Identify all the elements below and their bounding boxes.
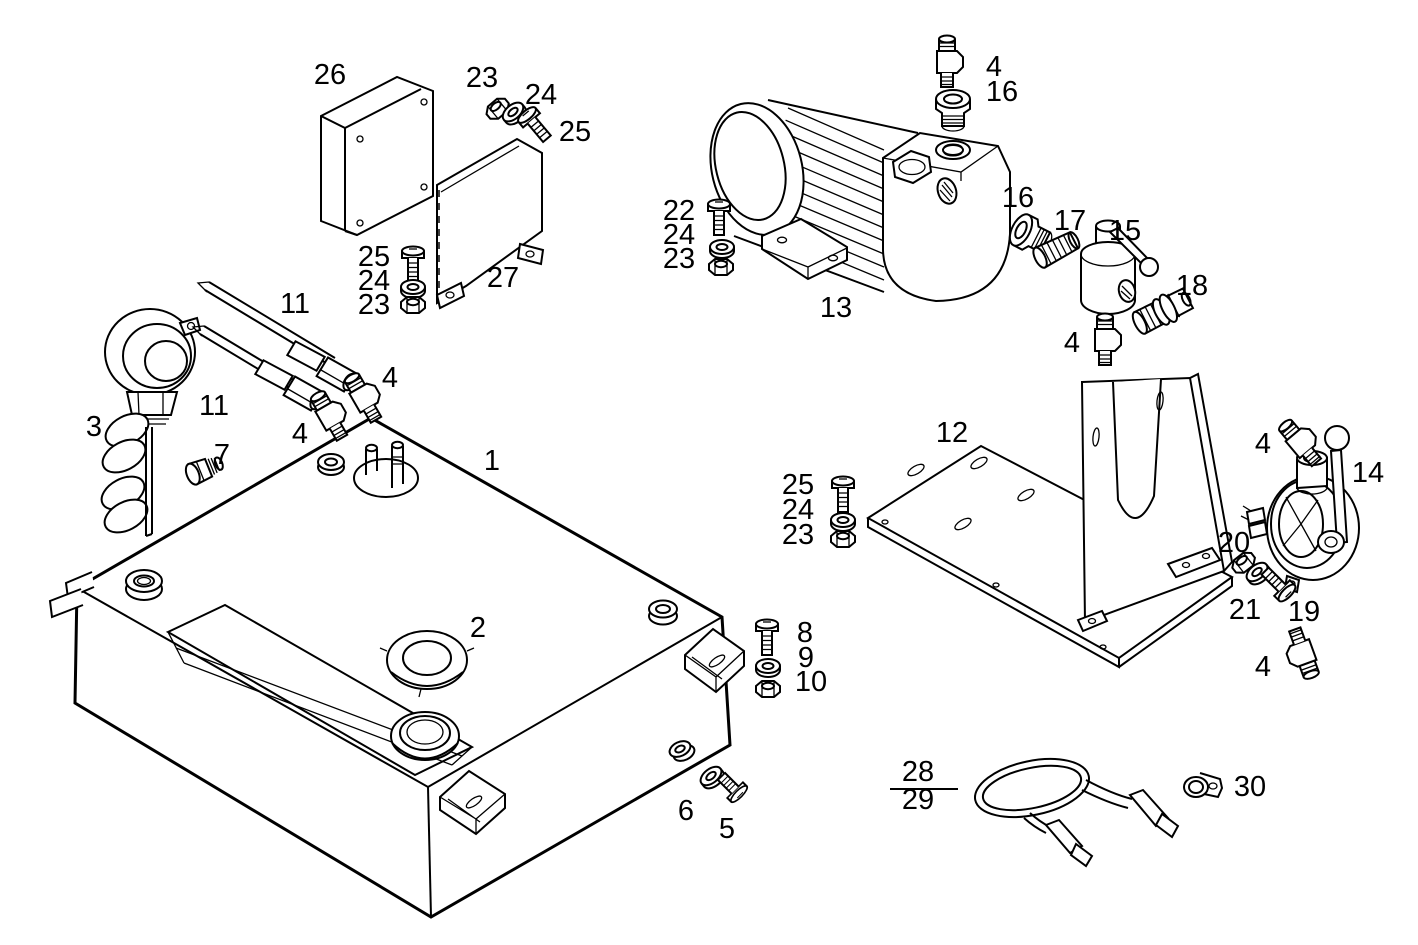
callout-17: 17 xyxy=(1054,205,1086,237)
callout-24: 24 xyxy=(663,219,695,251)
callout-7: 7 xyxy=(214,439,230,471)
remote-cable xyxy=(973,757,1180,868)
tank-mount-tab xyxy=(48,588,84,619)
filler-neck xyxy=(390,711,460,761)
callout-30: 30 xyxy=(1234,771,1266,803)
callout-23: 23 xyxy=(358,289,390,321)
electric-pump xyxy=(709,99,1011,303)
callout-25: 25 xyxy=(559,116,591,148)
callout-4: 4 xyxy=(292,418,308,450)
callout-15: 15 xyxy=(1109,215,1141,247)
callout-22: 22 xyxy=(663,195,695,227)
callout-10: 10 xyxy=(795,666,827,698)
callout-23: 23 xyxy=(663,243,695,275)
callout-13: 13 xyxy=(820,292,852,324)
callout-24: 24 xyxy=(358,265,390,297)
callout-11: 11 xyxy=(199,390,229,422)
cable-clamp xyxy=(1183,772,1224,799)
level-sender xyxy=(100,308,202,537)
callout-14: 14 xyxy=(1352,457,1384,489)
pump-hex-plug xyxy=(891,149,933,185)
callout-26: 26 xyxy=(314,59,346,91)
callout-23: 23 xyxy=(782,519,814,551)
callout-1: 1 xyxy=(484,445,500,477)
callout-21: 21 xyxy=(1229,594,1261,626)
fastener-stack-mid xyxy=(400,245,426,314)
callout-25: 25 xyxy=(358,241,390,273)
callout-16: 16 xyxy=(1002,182,1034,214)
callout-29: 29 xyxy=(902,784,934,816)
callout-4: 4 xyxy=(1255,651,1271,683)
fastener-stack-bracket xyxy=(830,475,856,548)
callout-4: 4 xyxy=(382,362,398,394)
callout-3: 3 xyxy=(86,411,102,443)
tank-bracket-foot-right xyxy=(684,627,745,694)
fastener-stack-pump xyxy=(707,198,735,276)
callout-4: 4 xyxy=(1255,428,1271,460)
callout-5: 5 xyxy=(719,813,735,845)
sender-mount-plate xyxy=(317,440,419,498)
bracket-foot xyxy=(1076,546,1222,633)
bushing-fitting xyxy=(935,89,971,132)
callout-2: 2 xyxy=(470,612,486,644)
hand-pump-lever xyxy=(1317,425,1350,554)
control-box xyxy=(320,75,434,237)
tank-side-boss xyxy=(668,740,696,762)
mounting-bracket xyxy=(866,372,1234,669)
elbow-fitting xyxy=(1278,625,1323,685)
callout-28: 28 xyxy=(902,756,934,788)
pump-foot xyxy=(761,217,848,281)
tank-boss-right xyxy=(648,599,678,626)
callout-18: 18 xyxy=(1176,270,1208,302)
tank-bracket-foot-front xyxy=(439,769,506,836)
drain-plug-set xyxy=(696,762,751,806)
callout-8: 8 xyxy=(797,617,813,649)
callout-4: 4 xyxy=(1064,327,1080,359)
callout-25: 25 xyxy=(782,469,814,501)
callout-19: 19 xyxy=(1288,596,1320,628)
valve-15 xyxy=(1080,219,1159,315)
callout-4: 4 xyxy=(986,51,1002,83)
callout-24: 24 xyxy=(525,79,557,111)
fastener-stack-tank xyxy=(755,618,781,698)
callout-27: 27 xyxy=(487,262,519,294)
plug-fitting-7 xyxy=(184,456,224,486)
elbow-fitting xyxy=(1094,312,1122,366)
callout-23: 23 xyxy=(466,62,498,94)
callout-12: 12 xyxy=(936,417,968,449)
nipple-fitting-18 xyxy=(1131,287,1195,335)
callout-9: 9 xyxy=(798,642,814,674)
pump-head xyxy=(882,131,1011,303)
elbow-fitting xyxy=(936,34,964,88)
tank-top-recess xyxy=(165,603,475,777)
callout-16: 16 xyxy=(986,76,1018,108)
nipple-fitting-17 xyxy=(1032,231,1081,269)
tank-boss-left xyxy=(125,569,163,601)
control-box-bracket xyxy=(435,137,545,310)
filler-cap xyxy=(379,630,475,698)
callout-11: 11 xyxy=(280,288,310,320)
callout-20: 20 xyxy=(1218,527,1250,559)
callout-24: 24 xyxy=(782,494,814,526)
callout-6: 6 xyxy=(678,795,694,827)
